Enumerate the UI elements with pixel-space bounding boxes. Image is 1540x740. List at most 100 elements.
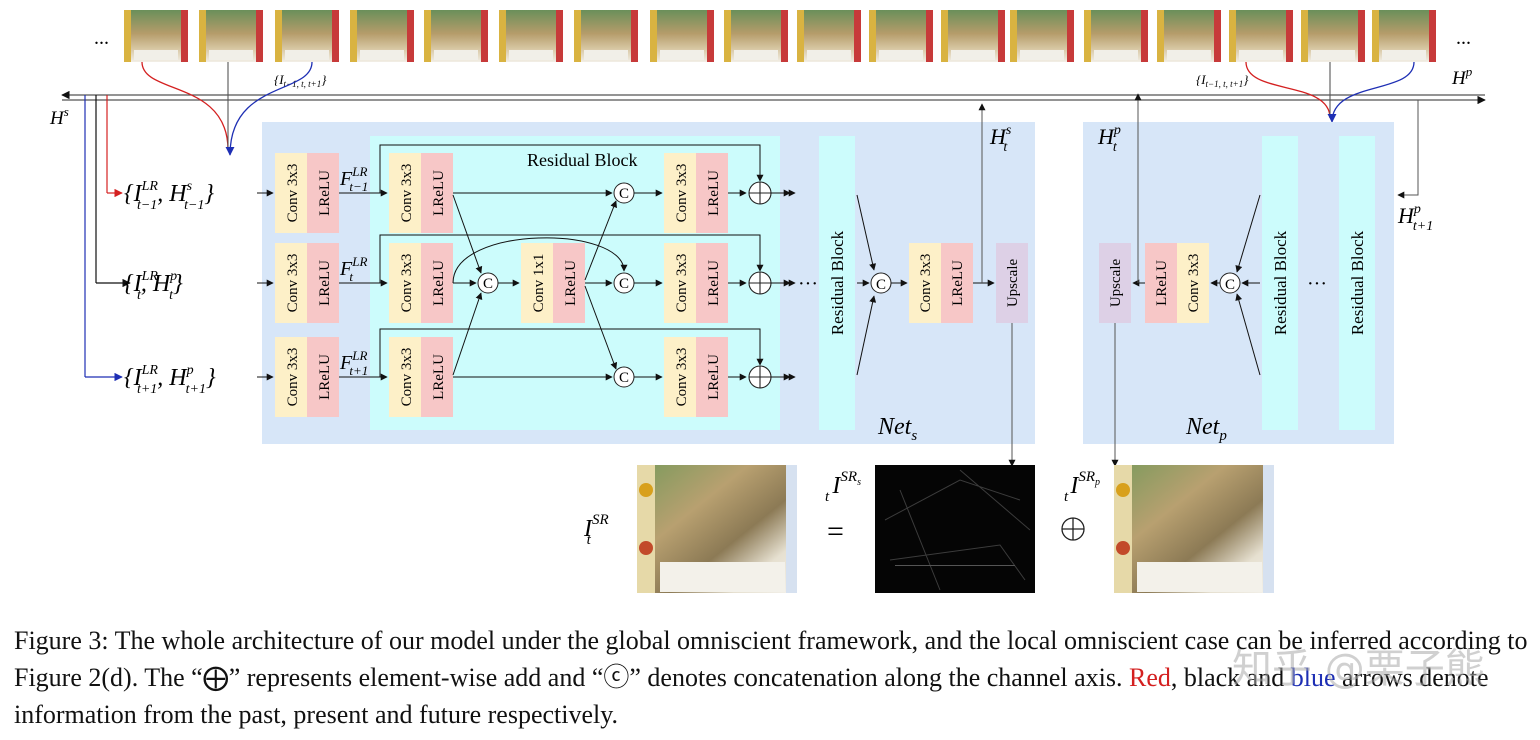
np-merge-top	[1235, 194, 1261, 273]
head-lrelu	[307, 243, 339, 323]
frame-thumbnail	[1010, 10, 1074, 62]
rb-lrelu-2-label: LReLU	[706, 354, 722, 400]
frame-thumbnail	[797, 10, 861, 62]
head-lrelu	[307, 153, 339, 233]
isrp-image	[1114, 465, 1274, 593]
net-p-concat-symbol: C	[1225, 277, 1235, 293]
frame-thumbnail	[499, 10, 563, 62]
rb-lrelu-label: LReLU	[431, 260, 447, 306]
frame-thumbnail	[275, 10, 339, 62]
np-merge-bottom	[1235, 293, 1261, 376]
isr-image	[637, 465, 797, 593]
net-p-conv3x3	[1177, 243, 1209, 323]
head-conv3x3-label: Conv 3x3	[285, 254, 301, 313]
frame-thumbnail	[941, 10, 1005, 62]
frame-thumbnail	[574, 10, 638, 62]
net-s-conv3x3-label: Conv 3x3	[918, 254, 934, 313]
net-s-lrelu-label: LReLU	[950, 260, 966, 306]
head-lrelu	[307, 337, 339, 417]
rb-concat-node-symbol: C	[619, 186, 629, 202]
net-s-upscale	[996, 243, 1028, 323]
net-p-conv3x3-label: Conv 3x3	[1186, 254, 1202, 313]
add-node	[748, 365, 772, 389]
frame-thumbnail	[869, 10, 933, 62]
rb-conv1x1	[521, 243, 553, 323]
frame-thumbnail	[1301, 10, 1365, 62]
merge-arrow-bottom	[856, 295, 877, 376]
rb-conv3x3-2	[664, 243, 696, 323]
rb-concat-node-symbol: C	[619, 276, 629, 292]
rb-lrelu-2	[696, 243, 728, 323]
frame-thumbnail	[1084, 10, 1148, 62]
rb-lrelu	[421, 337, 453, 417]
rb-lrelu	[421, 243, 453, 323]
residual-block-title: Residual Block	[527, 150, 638, 170]
head-conv3x3	[275, 243, 307, 323]
head-conv3x3	[275, 337, 307, 417]
rb-lrelu-1x1	[553, 243, 585, 323]
caption-part5: arrows denote information from the past,…	[14, 663, 1489, 729]
caption-part2: ” represents element-wise add and “	[228, 663, 604, 692]
head-conv3x3-label: Conv 3x3	[285, 348, 301, 407]
frame-thumbnail	[124, 10, 188, 62]
net-s-label: Nets	[877, 414, 917, 444]
architecture-diagram: ... ... Hs Hp {It−1, t, t+1} {It−1, t, t…	[49, 10, 1486, 593]
past-frame-red-curve	[141, 61, 229, 151]
net-p-dots: ···	[1307, 273, 1327, 295]
caption-add-symbol: ⨁	[202, 663, 229, 692]
net-s-upscale-label: Upscale	[1005, 259, 1021, 308]
rb-conv3x3-2-label: Conv 3x3	[674, 348, 690, 407]
rb-conv3x3-2-label: Conv 3x3	[674, 164, 690, 223]
skip-connection	[379, 234, 764, 283]
watermark: 知乎 @栗子熊	[1232, 646, 1485, 692]
hp-label: Hp	[1451, 64, 1473, 89]
rb-lrelu-2-label: LReLU	[706, 260, 722, 306]
net-p-upscale-label: Upscale	[1108, 259, 1124, 308]
head-conv3x3-label: Conv 3x3	[285, 164, 301, 223]
net-p-residual-bar-1	[1262, 136, 1298, 430]
flow-arrow	[452, 292, 483, 376]
rb-lrelu-1x1-label: LReLU	[563, 260, 579, 306]
equals-sign: =	[827, 515, 844, 548]
frame-thumbnail	[1229, 10, 1293, 62]
video-frame-strip	[124, 10, 1436, 62]
rb-conv3x3-label: Conv 3x3	[399, 164, 415, 223]
net-p-upscale	[1099, 243, 1131, 323]
skip-connection	[379, 144, 764, 193]
row2-arc-connection	[452, 237, 628, 284]
net-s-residual-bar-label: Residual Block	[828, 230, 847, 335]
net-p-residual-bar-2-label: Residual Block	[1348, 230, 1367, 335]
rb-lrelu-label: LReLU	[431, 354, 447, 400]
frame-thumbnail	[1372, 10, 1436, 62]
rb-center-concat-node-symbol: C	[483, 276, 493, 292]
head-conv3x3	[275, 153, 307, 233]
add-node	[748, 271, 772, 295]
rb-conv3x3	[389, 337, 421, 417]
frame-thumbnail	[650, 10, 714, 62]
rb-lrelu-2	[696, 337, 728, 417]
future-triplet-label: {It−1, t, t+1}	[1196, 72, 1249, 89]
net-p-concat-node	[1219, 272, 1241, 294]
caption-blue-word: blue	[1290, 663, 1336, 692]
frame-thumbnail	[724, 10, 788, 62]
rb-lrelu-2-label: LReLU	[706, 170, 722, 216]
rb-conv3x3-label: Conv 3x3	[399, 348, 415, 407]
add-symbol-output	[1061, 517, 1085, 541]
rb-conv3x3	[389, 243, 421, 323]
frames-left-ellipsis: ...	[94, 27, 109, 49]
rb-conv3x3-2	[664, 153, 696, 233]
